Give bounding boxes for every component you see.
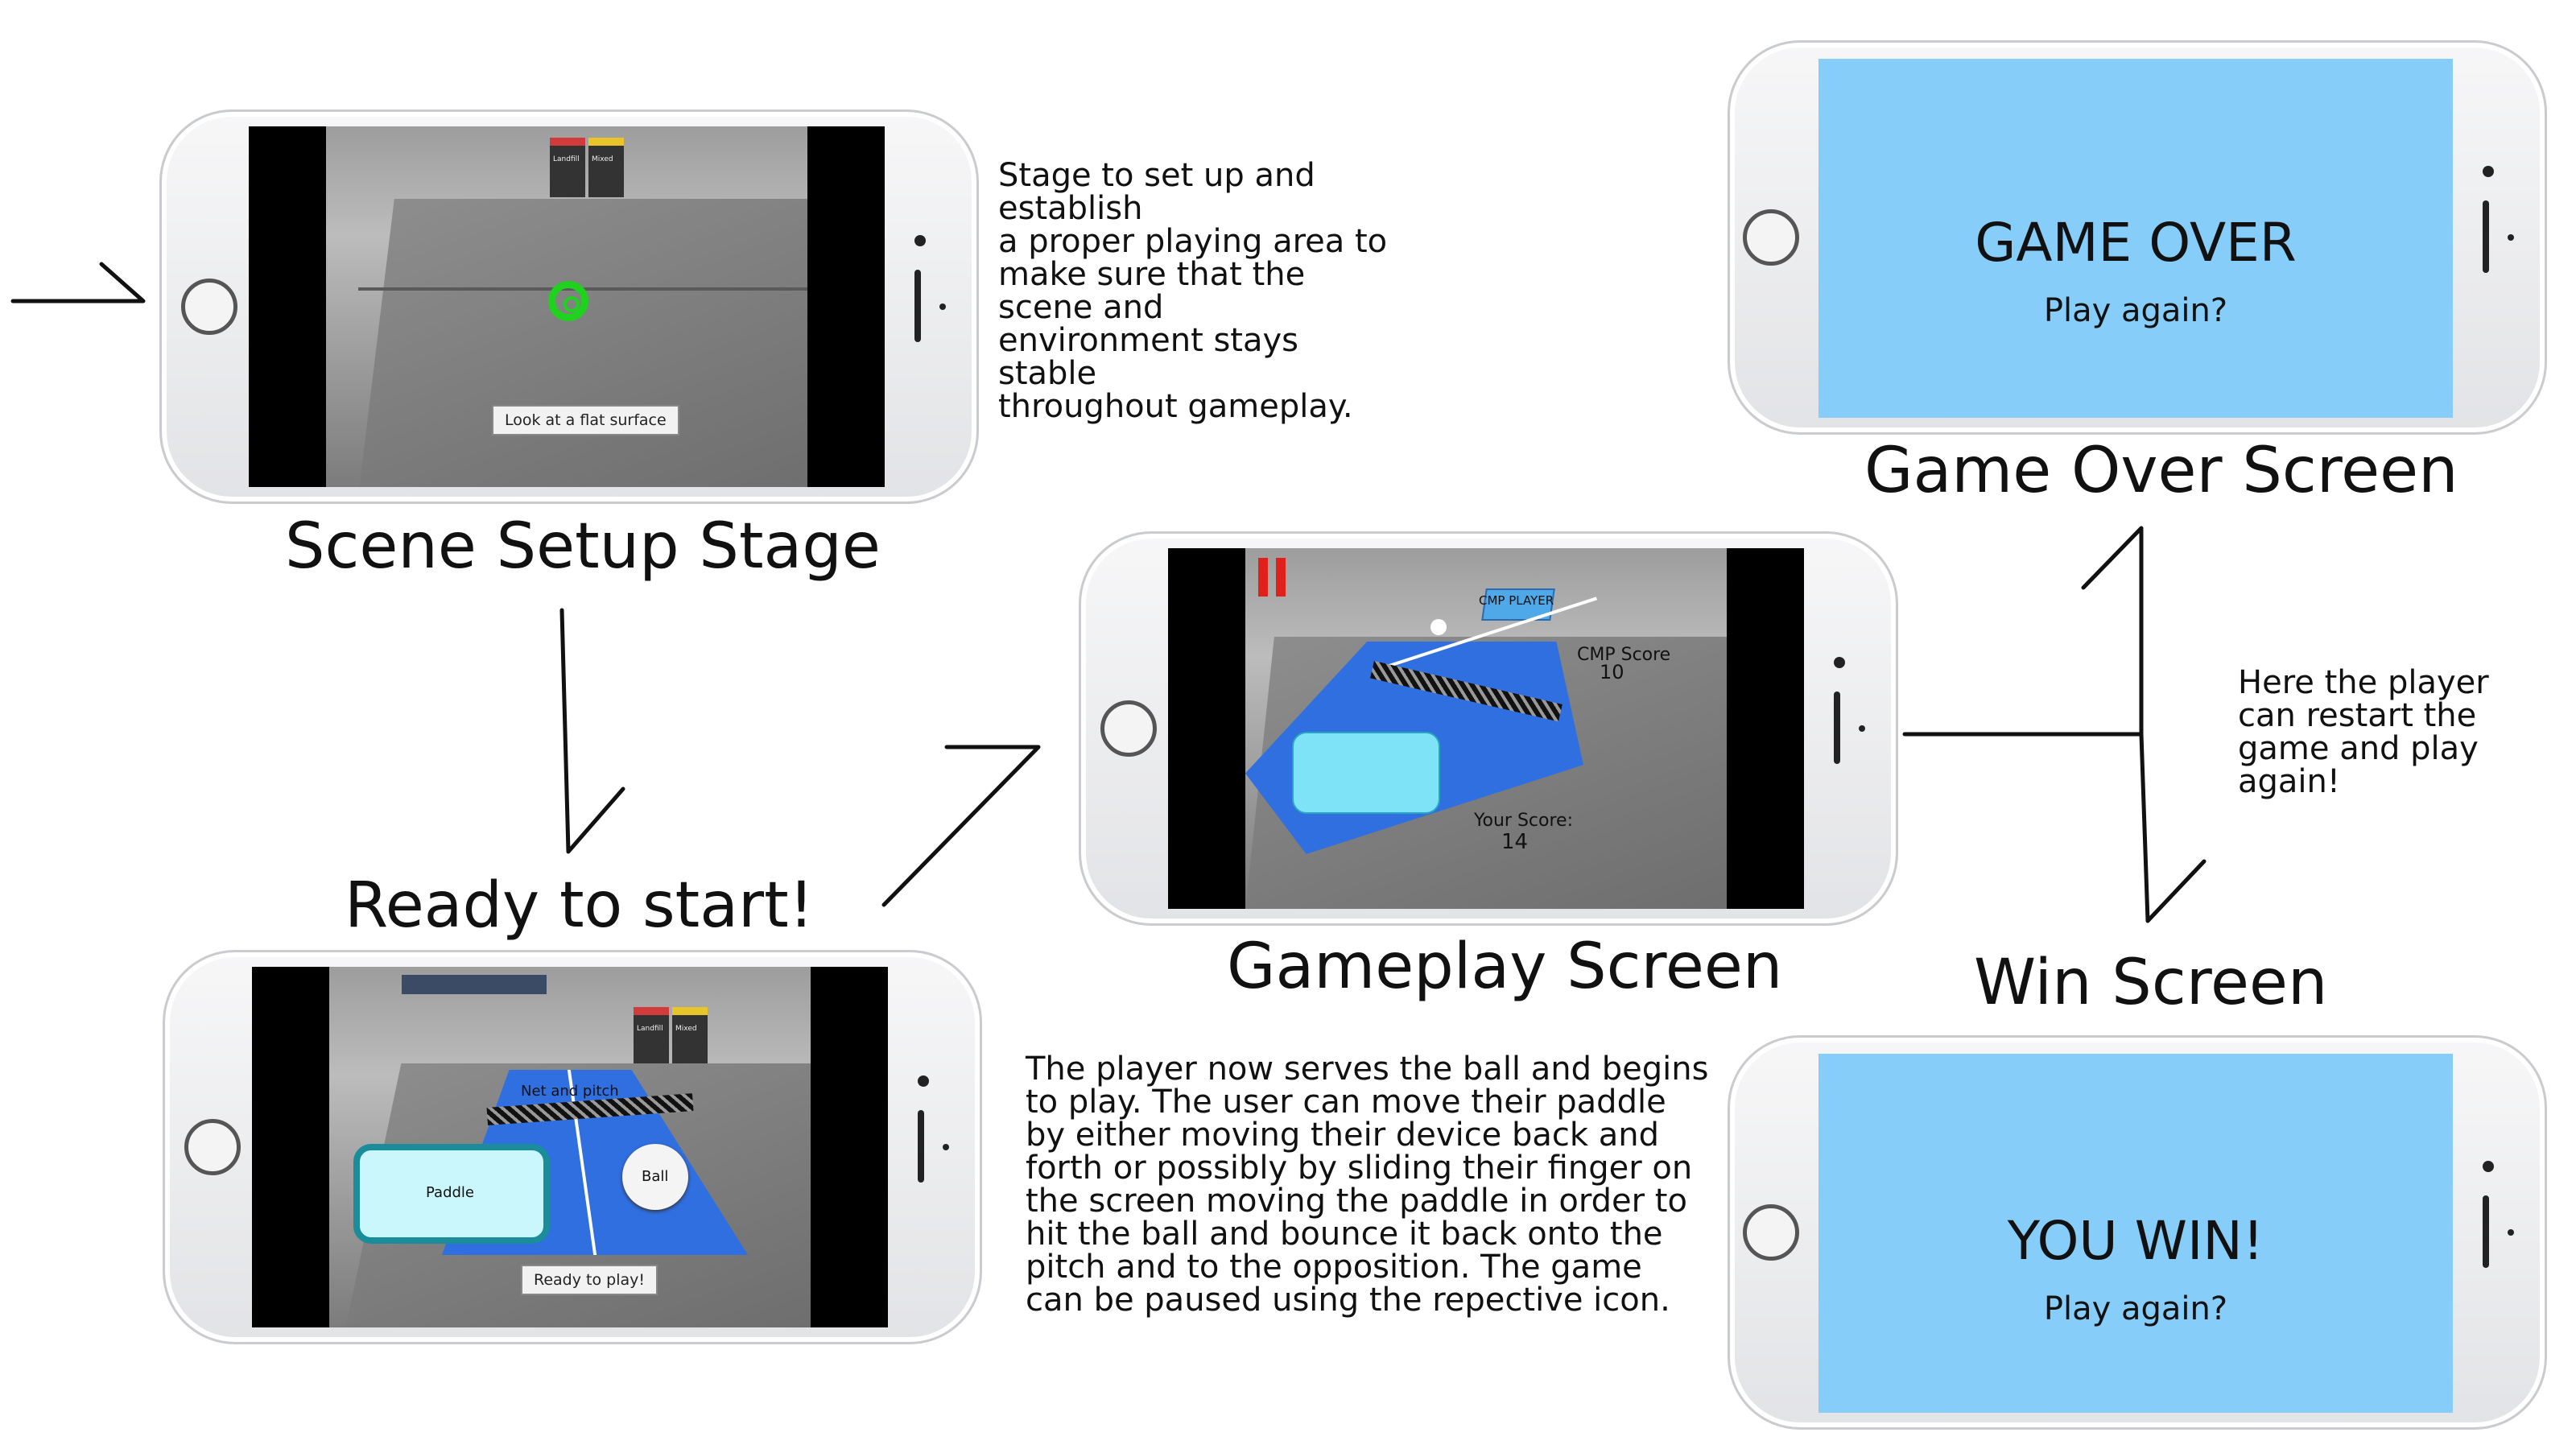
paddle-label: Paddle bbox=[426, 1184, 475, 1201]
note-line: environment stays bbox=[998, 322, 1299, 359]
play-again-button[interactable]: Play again? bbox=[2043, 1290, 2228, 1327]
note-line: can be paused using the repective icon. bbox=[1026, 1282, 1670, 1319]
ready-to-play-button[interactable]: Ready to play! bbox=[521, 1265, 658, 1295]
proximity-sensor bbox=[2508, 1229, 2514, 1236]
earpiece-speaker bbox=[2483, 200, 2489, 273]
bin-mixed bbox=[588, 138, 624, 197]
home-button[interactable] bbox=[1743, 1204, 1799, 1261]
note-line: pitch and to the opposition. The game bbox=[1026, 1249, 1642, 1286]
game-over-heading: GAME OVER bbox=[1975, 212, 2297, 274]
cmp-score-value: 10 bbox=[1600, 661, 1624, 683]
your-score-value: 14 bbox=[1501, 830, 1529, 854]
ball-label: Ball bbox=[642, 1168, 669, 1185]
cmp-score-label: CMP Score bbox=[1577, 645, 1671, 665]
bin-mixed bbox=[672, 1007, 708, 1067]
pause-icon[interactable] bbox=[1258, 558, 1290, 597]
proximity-sensor bbox=[1859, 725, 1865, 732]
to-win-arrow bbox=[2139, 732, 2207, 923]
cmp-player-label: CMP PLAYER bbox=[1479, 593, 1554, 608]
proximity-sensor bbox=[943, 1144, 949, 1150]
bin-label-landfill: Landfill bbox=[637, 1025, 663, 1033]
front-camera bbox=[2483, 166, 2494, 177]
proximity-sensor bbox=[939, 303, 946, 310]
win-screen: YOU WIN! Play again? bbox=[1818, 1054, 2453, 1413]
note-line: Here the player bbox=[2238, 664, 2489, 701]
note-line: stable bbox=[998, 355, 1097, 392]
reticle-icon bbox=[548, 281, 588, 321]
note-line: game and play bbox=[2238, 730, 2479, 767]
to-game-over-arrow bbox=[2081, 526, 2144, 737]
win-heading: YOU WIN! bbox=[2007, 1210, 2264, 1272]
front-camera bbox=[2483, 1161, 2494, 1172]
game-over-title: Game Over Screen bbox=[1864, 435, 2458, 507]
bin-label-landfill: Landfill bbox=[553, 155, 580, 163]
front-camera bbox=[918, 1075, 929, 1087]
entry-arrow bbox=[10, 262, 146, 303]
setup-to-ready-arrow bbox=[559, 608, 625, 854]
phone-ready: Landfill Mixed Net and pitch Paddle Ball… bbox=[163, 950, 982, 1344]
ready-screen: Landfill Mixed Net and pitch Paddle Ball… bbox=[252, 967, 888, 1327]
scene-setup-screen: Landfill Mixed Look at a flat surface bbox=[249, 126, 885, 487]
table-surface bbox=[358, 199, 807, 487]
note-line: throughout gameplay. bbox=[998, 388, 1353, 425]
ready-to-gameplay-arrow bbox=[881, 745, 1041, 907]
earpiece-speaker bbox=[914, 270, 921, 342]
note-line: establish bbox=[998, 190, 1143, 227]
ball-preview bbox=[622, 1144, 688, 1210]
net-label: Net and pitch bbox=[521, 1083, 619, 1100]
proximity-sensor bbox=[2508, 234, 2514, 241]
win-title: Win Screen bbox=[1974, 947, 2328, 1019]
note-line: a proper playing area to bbox=[998, 223, 1388, 260]
ready-title: Ready to start! bbox=[345, 869, 814, 942]
home-button[interactable] bbox=[181, 279, 237, 335]
bin-label-mixed: Mixed bbox=[675, 1025, 697, 1033]
paddle-preview bbox=[353, 1144, 550, 1244]
front-camera bbox=[1834, 657, 1845, 668]
earpiece-speaker bbox=[1834, 691, 1840, 764]
home-button[interactable] bbox=[1743, 209, 1799, 266]
note-line: The player now serves the ball and begin… bbox=[1026, 1051, 1709, 1088]
note-line: by either moving their device back and bbox=[1026, 1117, 1660, 1154]
scene-setup-title: Scene Setup Stage bbox=[285, 510, 881, 583]
note-line: forth or possibly by sliding their finge… bbox=[1026, 1150, 1693, 1187]
phone-win: YOU WIN! Play again? bbox=[1728, 1035, 2547, 1430]
player-paddle[interactable] bbox=[1292, 732, 1440, 814]
scene-setup-note: Stage to set up and establish a proper p… bbox=[998, 159, 1387, 423]
bin-landfill bbox=[550, 138, 585, 197]
note-line: hit the ball and bounce it back onto the bbox=[1026, 1216, 1663, 1253]
note-line: make sure that the bbox=[998, 256, 1306, 293]
play-again-button[interactable]: Play again? bbox=[2043, 292, 2228, 329]
note-line: the screen moving the paddle in order to bbox=[1026, 1183, 1687, 1220]
bin-landfill bbox=[634, 1007, 669, 1067]
earpiece-speaker bbox=[2483, 1195, 2489, 1268]
home-button[interactable] bbox=[1100, 700, 1157, 757]
gameplay-note: The player now serves the ball and begin… bbox=[1026, 1053, 1708, 1317]
gameplay-screen: CMP PLAYER CMP Score 10 Your Score: 14 bbox=[1168, 548, 1804, 909]
bin-label-mixed: Mixed bbox=[592, 155, 613, 163]
front-camera bbox=[914, 235, 926, 246]
restart-note: Here the player can restart the game and… bbox=[2238, 667, 2489, 799]
note-line: can restart the bbox=[2238, 697, 2477, 734]
home-button[interactable] bbox=[184, 1119, 241, 1175]
phone-game-over: GAME OVER Play again? bbox=[1728, 40, 2547, 435]
gameplay-title: Gameplay Screen bbox=[1227, 931, 1783, 1003]
earpiece-speaker bbox=[918, 1110, 924, 1183]
note-line: to play. The user can move their paddle bbox=[1026, 1084, 1666, 1121]
hint-label: Look at a flat surface bbox=[492, 405, 679, 436]
note-line: again! bbox=[2238, 763, 2340, 800]
phone-scene-setup: Landfill Mixed Look at a flat surface bbox=[159, 109, 979, 504]
game-over-screen: GAME OVER Play again? bbox=[1818, 59, 2453, 418]
ball-icon bbox=[1430, 619, 1447, 635]
phone-gameplay: CMP PLAYER CMP Score 10 Your Score: 14 bbox=[1079, 531, 1898, 926]
note-line: Stage to set up and bbox=[998, 157, 1315, 194]
note-line: scene and bbox=[998, 289, 1164, 326]
your-score-label: Your Score: bbox=[1474, 811, 1573, 831]
